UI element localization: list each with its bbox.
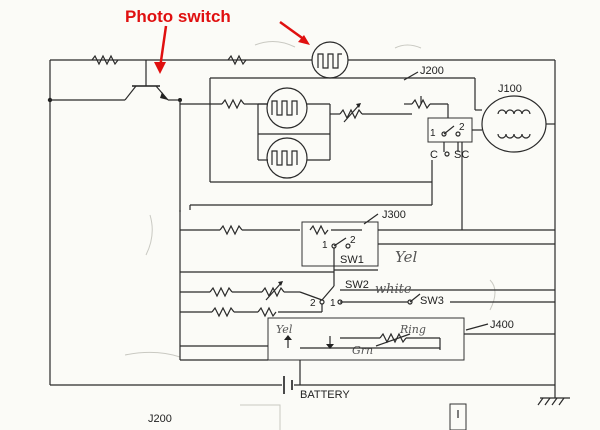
- handwritten-yel-small: Yel: [276, 323, 293, 336]
- battery: BATTERY: [283, 376, 350, 401]
- j300-block: J300 1 2 SW1: [180, 142, 555, 286]
- sw2-terminal-2: 2: [310, 298, 316, 309]
- photo-switch-label: Photo switch: [125, 7, 231, 26]
- j200-label: J200: [420, 65, 444, 77]
- j400-label: J400: [490, 319, 514, 331]
- sw2-terminal-1: 1: [330, 298, 336, 309]
- j200-bottom-label: J200: [148, 413, 172, 425]
- resistor-top-left: [91, 54, 119, 66]
- photo-switch-callout: Photo switch: [125, 7, 310, 74]
- main-wiring: [47, 59, 556, 398]
- j300-terminal-2: 2: [350, 235, 356, 246]
- bottom-fragments: J200: [148, 403, 467, 430]
- j400-block: J400 Yel Ring Grn: [180, 317, 555, 385]
- j200-block: J200 1 2: [180, 65, 475, 183]
- handwritten-yel: Yel: [395, 248, 417, 266]
- sw3-label: SW3: [420, 295, 444, 307]
- sw2-label: SW2: [345, 279, 369, 291]
- transistor: [50, 60, 182, 360]
- battery-label: BATTERY: [300, 389, 350, 401]
- j300-terminal-1: 1: [322, 240, 328, 251]
- c-terminal-label: C: [430, 149, 438, 161]
- background-scribbles: [124, 41, 496, 430]
- sw1-label: SW1: [340, 254, 364, 266]
- resistor-top-right: [227, 54, 247, 66]
- photo-switch: [311, 41, 349, 79]
- branch-wires: [179, 210, 334, 347]
- j100-label: J100: [498, 83, 522, 95]
- sw2-sw3-area: SW2 2 1 SW3: [180, 279, 555, 318]
- j200-terminal-1: 1: [430, 128, 436, 139]
- j100-motor: J100: [472, 78, 555, 153]
- j300-label: J300: [382, 209, 406, 221]
- handwritten-grn: Grn: [352, 344, 373, 357]
- handwritten-ring: Ring: [399, 323, 426, 336]
- j200-terminal-2: 2: [459, 122, 465, 133]
- ground-symbol: [537, 397, 570, 406]
- handwritten-white: white: [375, 282, 412, 297]
